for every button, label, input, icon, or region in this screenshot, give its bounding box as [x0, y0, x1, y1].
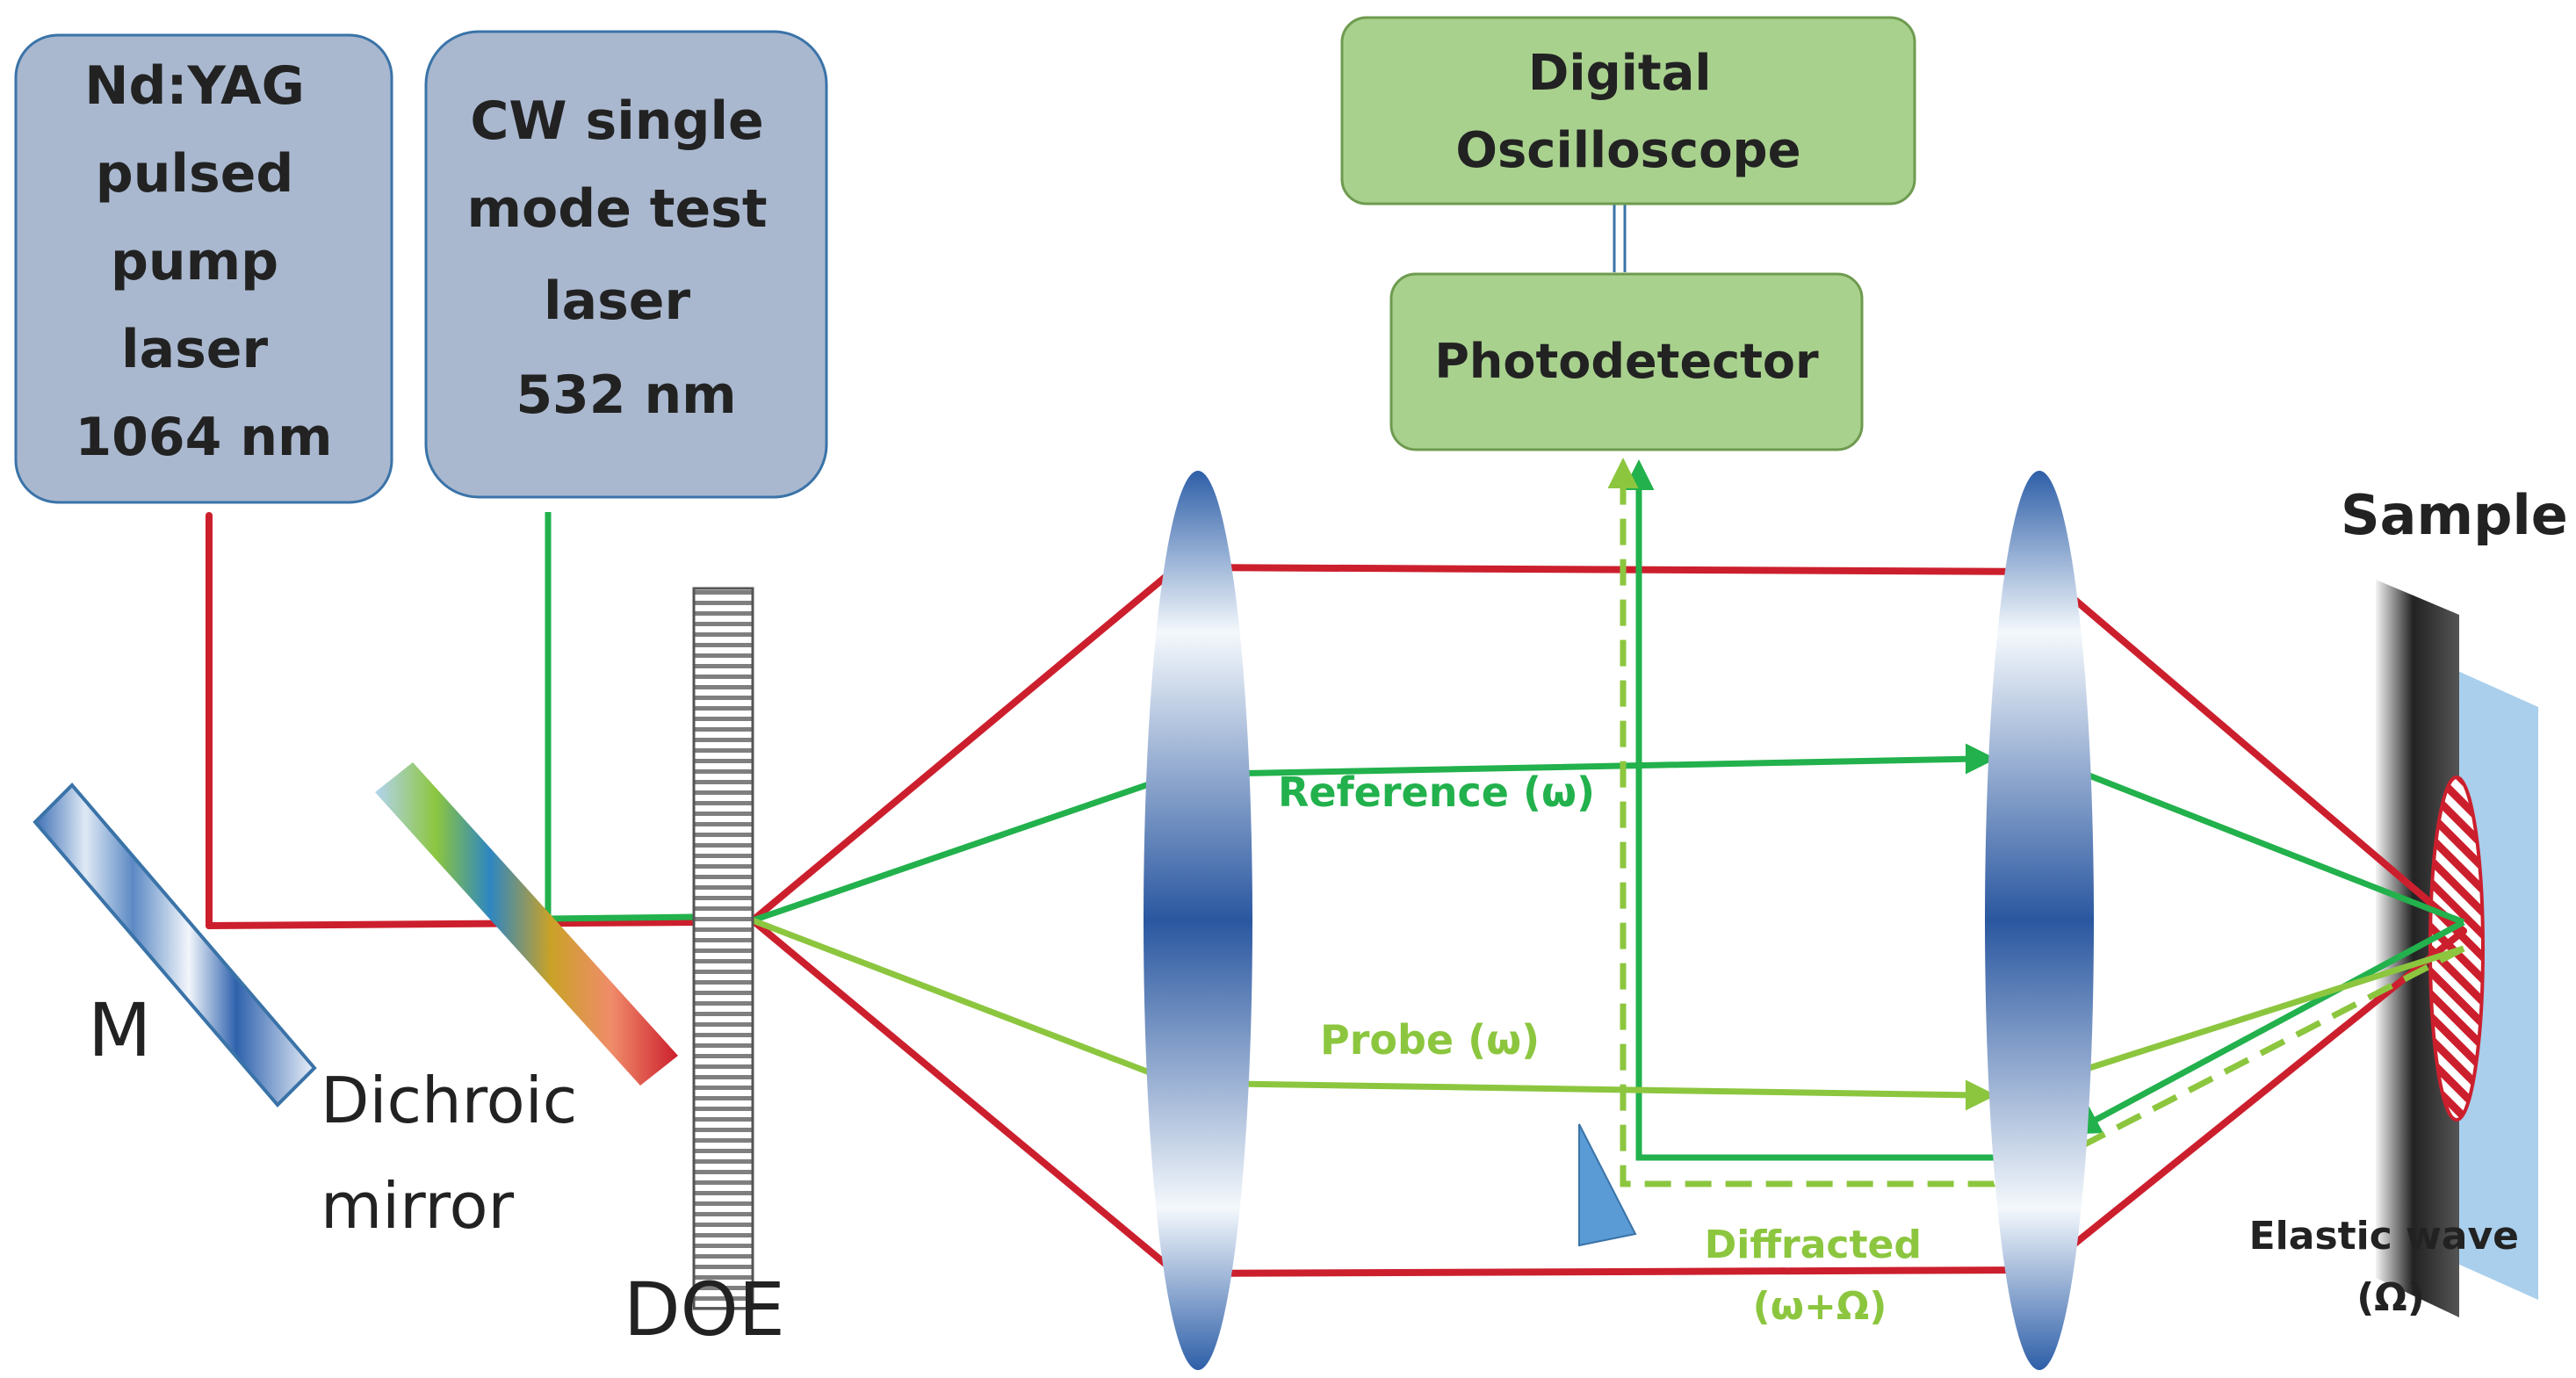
oscilloscope-box: Digital Oscilloscope	[1340, 16, 1916, 206]
probe-label: Probe (ω)	[1320, 1016, 1540, 1064]
elastic-wave-label: Elastic wave (Ω)	[2249, 1214, 2533, 1320]
sample-label: Sample	[2341, 483, 2568, 547]
pump-laser-box: Nd:YAG pulsed pump laser 1064 nm	[14, 33, 393, 504]
pump-beam	[206, 512, 2467, 1278]
diffracted-beam	[1607, 458, 2465, 1187]
mirror-label: M	[88, 987, 151, 1073]
photodetector-box: Photodetector	[1389, 272, 1864, 451]
oscilloscope-label: Digital Oscilloscope	[1455, 45, 1800, 179]
dichroic-mirror	[375, 762, 678, 1086]
lens-1	[1144, 471, 1252, 1370]
detector-cable	[1613, 204, 1627, 272]
test-laser-box: CW single mode test laser 532 nm	[424, 30, 828, 499]
photodetector-label: Photodetector	[1434, 334, 1819, 389]
test-beam-input	[545, 512, 695, 922]
doe-grating	[692, 587, 754, 1310]
diffracted-label: Diffracted (ω+Ω)	[1705, 1223, 1935, 1329]
pump-laser-label: Nd:YAG pulsed pump laser 1064 nm	[75, 55, 332, 468]
probe-beam	[751, 917, 2465, 1111]
test-laser-label: CW single mode test laser 532 nm	[467, 90, 786, 426]
reference-label: Reference (ω)	[1278, 768, 1595, 816]
mirror-m	[32, 783, 317, 1107]
prism-mirror	[1578, 1123, 1637, 1247]
lens-2	[1985, 471, 2094, 1370]
doe-label: DOE	[624, 1266, 785, 1353]
dichroic-label: Dichroic mirror	[321, 1064, 597, 1243]
